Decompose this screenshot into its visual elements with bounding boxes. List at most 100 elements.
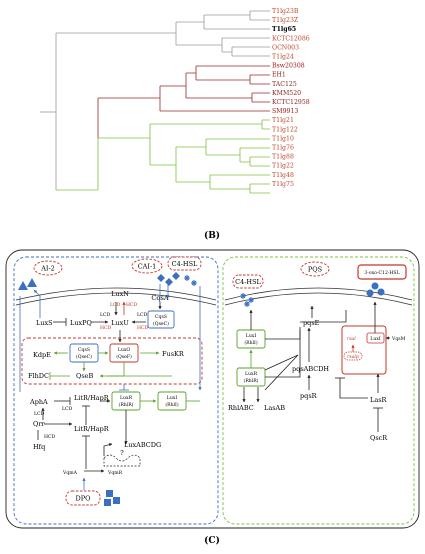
lcd-1: LCD — [110, 302, 121, 308]
pseudomonas-arrows — [242, 301, 390, 432]
gene-luxabcdg: LuxABCDG — [124, 441, 161, 449]
panel-label-c: (C) — [204, 535, 220, 546]
pseudomonas-box — [222, 256, 415, 525]
gene-vqmr: VqmR — [107, 470, 123, 476]
panel-label-b: (B) — [204, 230, 220, 241]
gene-pqsabcdh: pqsABCDH — [292, 365, 329, 373]
hcd-2: HCD — [100, 325, 112, 331]
signal-cai1: CAI-1 — [131, 258, 163, 274]
cai1-label: CAI-1 — [138, 263, 157, 271]
gene-cqss-a-sub: (QseC) — [153, 320, 169, 327]
pqs-label: PQS — [308, 266, 322, 274]
signal-c4hsl-vibrio: C4-HSL — [167, 256, 202, 271]
gene-rhlabc: RhlABC — [228, 404, 254, 412]
gene-qscr: QscR — [370, 434, 388, 442]
gene-luxi-vibrio-sub: (RhlI) — [165, 401, 178, 408]
gene-luxi-pseudo: LuxI — [246, 333, 257, 339]
tree-leaf-label: KMM520 — [272, 90, 301, 97]
gene-cqss-b-sub: (QseC) — [76, 353, 92, 360]
lcd-4: LCD — [34, 411, 45, 417]
gene-pqsr: pqsR — [300, 392, 318, 400]
c4hsl-vibrio-molecules — [184, 275, 197, 286]
pqs-molecules — [286, 270, 304, 282]
lcd-5: LCD — [62, 406, 73, 412]
gene-cqss-a: CqsS — [155, 314, 167, 320]
signal-3oxo: 3-oxo-C12-HSL — [357, 264, 407, 280]
signal-ai2: AI-2 — [33, 260, 63, 276]
tree-leaf-label: T1lg48 — [272, 172, 294, 179]
oxo-molecules — [366, 282, 385, 297]
gene-qseb: QseB — [76, 372, 94, 380]
c4hsl-pseudo-molecules — [240, 293, 254, 307]
tree-leaf-label: T1lg21 — [272, 117, 294, 124]
gene-qrr: Qrr — [33, 420, 45, 428]
hcd-1: HCD — [126, 302, 138, 308]
gene-luxr-vibrio-sub: (RhlR) — [119, 401, 134, 408]
ai2-label: AI-2 — [40, 265, 55, 273]
tree-leaf-label: T1lg76 — [272, 145, 294, 152]
tree-leaf-label: T1lg23Z — [272, 17, 299, 24]
tree-leaf-label: T1lg23B — [272, 8, 299, 15]
gene-luxi-pseudo-sub: (RhlI) — [244, 339, 257, 346]
oxo-label: 3-oxo-C12-HSL — [364, 270, 399, 276]
tree-leaf-label: KCTC12086 — [272, 35, 310, 42]
gene-litr-1: LitR/HapR — [74, 394, 110, 402]
hcd-3: HCD — [137, 325, 149, 331]
tree-leaf-label: OCN003 — [272, 44, 299, 51]
gene-luxo-sub: (QseF) — [116, 353, 132, 360]
gene-litr-2: LitR/HapR — [74, 425, 110, 433]
phylogenetic-tree: T1lg23B T1lg23Z T1lg65KCTC12086OCN003T1lg2… — [40, 8, 310, 194]
signal-dpo: DPO — [65, 490, 101, 506]
panel-c-frame — [5, 249, 420, 529]
tree-leaf-label: T1lg88 — [272, 154, 294, 161]
gene-luxo: LuxO — [118, 347, 131, 353]
tree-leaf-label: T1lg65 — [272, 26, 296, 33]
tree-leaf-label: KCTC12958 — [272, 99, 310, 106]
gene-luxr-vibrio: LuxR — [120, 395, 133, 401]
gene-cqss-b: CqsS — [78, 347, 90, 353]
gene-luxi-las: LuxI — [370, 336, 381, 342]
gene-rsalp: rsalp — [347, 354, 359, 360]
gene-lasr: LasR — [370, 396, 388, 404]
vibrio-box — [13, 256, 219, 525]
unknown-box — [103, 454, 141, 467]
hcd-4: HCD — [44, 434, 56, 440]
gene-luxu: LuxU — [111, 319, 129, 327]
gene-luxn: LuxN — [111, 290, 129, 298]
cai1-molecules — [157, 272, 180, 286]
gene-hfq: Hfq — [33, 443, 45, 451]
tree-leaf-label: T1lg122 — [272, 126, 298, 133]
gene-flhdc: FlhDC — [28, 372, 49, 380]
tree-leaf-label: T1lg22 — [272, 163, 294, 170]
gene-kdpe: KdpE — [33, 351, 51, 359]
signal-c4hsl-pseudo: C4-HSL — [232, 274, 264, 289]
unknown-mark: ? — [120, 449, 124, 457]
lcd-2: LCD — [100, 312, 111, 318]
tree-leaf-label: TAC125 — [272, 81, 297, 88]
gene-vqma: VqmA — [62, 470, 78, 476]
gene-luxi-vibrio: LuxI — [167, 395, 178, 401]
tree-leaf-label: Bsw20308 — [272, 63, 305, 70]
lcd-3: LCD — [137, 312, 148, 318]
gene-apha: AphA — [29, 398, 48, 406]
cqss-box-a — [147, 310, 175, 329]
tree-leaf-label: SM9913 — [272, 108, 298, 115]
gene-luxpq: LuxPQ — [70, 319, 92, 327]
gene-pqse: pqsE — [303, 319, 320, 327]
tree-leaf-label: EH1 — [272, 72, 286, 79]
gene-lasab: LasAB — [264, 404, 285, 412]
gene-luxr-pseudo: LuxR — [245, 371, 258, 377]
gene-luxs: LuxS — [36, 319, 53, 327]
membranes — [15, 287, 413, 306]
dpo-label: DPO — [76, 495, 91, 503]
ai2-molecules — [18, 278, 37, 290]
las-operon-box — [341, 325, 387, 375]
gene-luxr-pseudo-sub: (RhlR) — [244, 377, 259, 384]
gene-fuskr: FusKR — [162, 350, 185, 358]
tree-leaf-label: T1lg24 — [272, 54, 294, 61]
luxi-box-las — [366, 332, 385, 344]
gene-vqsm: VqsM — [391, 336, 406, 342]
tree-leaf-label: T1lg10 — [272, 135, 294, 142]
